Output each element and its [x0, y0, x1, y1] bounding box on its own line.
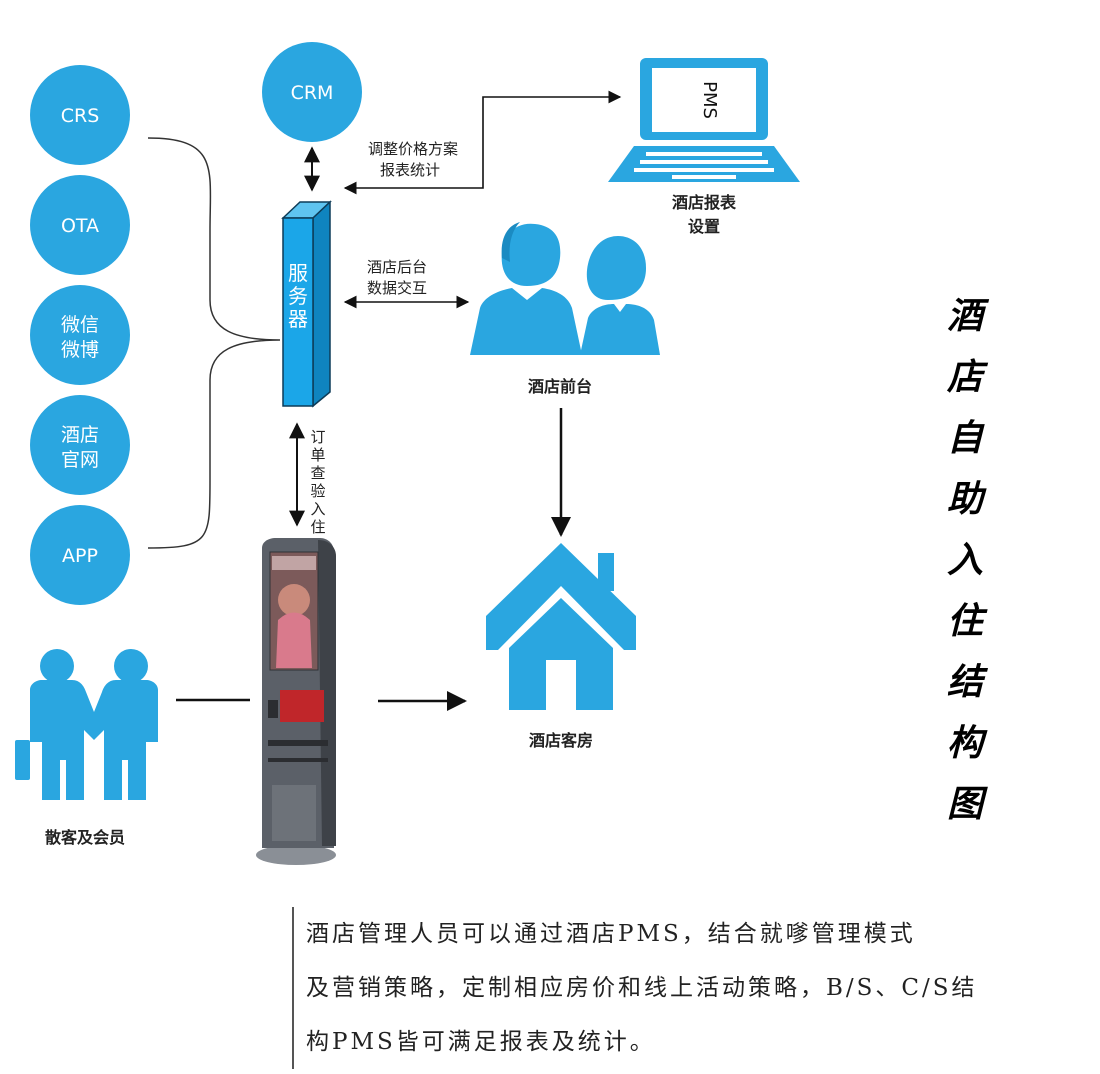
svg-text:APP: APP [62, 545, 98, 567]
structure-diagram: CRS OTA 微信微博 酒店官网 APP CRM 服 务 器 调整价格方案 报… [15, 42, 800, 865]
pms-laptop: PMS [608, 58, 800, 182]
svg-text:服: 服 [288, 261, 308, 285]
svg-text:CRM: CRM [291, 82, 334, 104]
description-line: 构PMS皆可满足报表及统计。 [306, 1029, 656, 1055]
svg-text:OTA: OTA [61, 215, 99, 237]
svg-text:数据交互: 数据交互 [367, 279, 427, 297]
frontdesk-people-icon [470, 222, 660, 355]
svg-text:PMS: PMS [699, 81, 720, 119]
circle-label-line: 微博 [61, 339, 99, 361]
server-pms-arrow [343, 90, 622, 195]
title-char: 酒 [946, 295, 983, 337]
title-char: 图 [946, 783, 983, 825]
svg-text:酒店前台: 酒店前台 [528, 377, 592, 396]
title-char: 助 [946, 478, 983, 520]
svg-text:器: 器 [288, 307, 308, 331]
svg-text:酒店客房: 酒店客房 [529, 731, 593, 750]
svg-text:酒店后台: 酒店后台 [367, 258, 427, 276]
hotel-room-house-icon [486, 543, 636, 710]
guests-members-icon [15, 649, 158, 800]
source-brace [147, 137, 281, 549]
source-crs: CRS [30, 65, 130, 165]
svg-text:验: 验 [310, 482, 325, 500]
svg-text:订: 订 [310, 428, 325, 446]
svg-text:设置: 设置 [688, 217, 720, 236]
self-service-kiosk-icon [256, 538, 336, 865]
title-char: 结 [946, 661, 983, 703]
title-char: 入 [946, 539, 983, 581]
svg-text:CRS: CRS [61, 105, 100, 127]
source-app: APP [30, 505, 130, 605]
circle-label-line: 酒店 [61, 424, 99, 446]
svg-text:查: 查 [310, 464, 325, 482]
title-char: 构 [946, 722, 983, 764]
svg-text:住: 住 [310, 518, 325, 536]
vertical-title: 酒 店 自 助 入 住 结 构 图 [935, 286, 995, 835]
circle-label-line: 官网 [61, 449, 99, 471]
svg-text:入: 入 [310, 500, 325, 518]
order-check-label: 订 单 查 验 入 住 [310, 428, 325, 536]
svg-text:调整价格方案: 调整价格方案 [368, 140, 458, 158]
crm-node: CRM [262, 42, 362, 142]
description-block: 酒店管理人员可以通过酒店PMS，结合就嗲管理模式 及营销策略，定制相应房价和线上… [292, 907, 1096, 1069]
title-char: 住 [946, 600, 983, 642]
source-hotel-site-label: 酒店官网 [61, 424, 99, 471]
source-ota: OTA [30, 175, 130, 275]
server-node: 服 务 器 [281, 200, 332, 408]
svg-text:报表统计: 报表统计 [380, 161, 440, 179]
title-char: 店 [946, 356, 983, 398]
source-wechat-weibo: 微信微博 [30, 285, 130, 385]
svg-text:散客及会员: 散客及会员 [45, 828, 125, 847]
svg-text:酒店报表: 酒店报表 [672, 193, 737, 212]
svg-text:单: 单 [310, 446, 325, 464]
circle-label-line: 微信 [61, 314, 99, 336]
svg-text:务: 务 [288, 284, 308, 308]
source-hotel-site: 酒店官网 [30, 395, 130, 495]
description-line: 及营销策略，定制相应房价和线上活动策略，B/S、C/S结 [306, 975, 978, 1001]
source-wechat-weibo-label: 微信微博 [61, 314, 99, 361]
description-line: 酒店管理人员可以通过酒店PMS，结合就嗲管理模式 [306, 921, 916, 947]
title-char: 自 [946, 417, 983, 459]
